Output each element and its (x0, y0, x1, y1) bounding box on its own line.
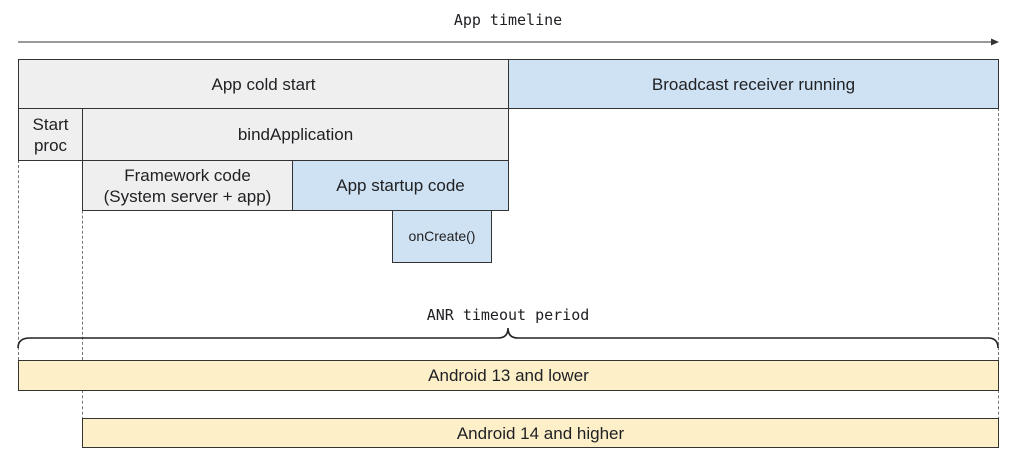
bind-application-label: bindApplication (237, 125, 354, 144)
app-cold-start-block: App cold start (18, 59, 509, 109)
broadcast-receiver-block: Broadcast receiver running (508, 59, 999, 109)
on-create-label: onCreate() (408, 228, 476, 244)
guide-line-right-lower (998, 390, 999, 420)
timeline-label: App timeline (453, 11, 563, 29)
app-startup-code-label: App startup code (336, 176, 465, 195)
guide-line-android14-start (82, 390, 83, 420)
android-14-bar: Android 14 and higher (82, 418, 999, 448)
on-create-block: onCreate() (392, 210, 492, 263)
framework-code-block: Framework code (System server + app) (82, 160, 293, 211)
android-13-bar: Android 13 and lower (18, 360, 999, 391)
app-startup-code-block: App startup code (292, 160, 509, 211)
android-13-label: Android 13 and lower (428, 366, 589, 385)
framework-code-label-line1: Framework code (124, 165, 251, 185)
app-cold-start-label: App cold start (211, 74, 316, 94)
start-proc-label-line1: Start (32, 114, 69, 134)
anr-timeout-label: ANR timeout period (426, 306, 590, 324)
start-proc-block: Start proc (18, 108, 83, 161)
guide-line-left (18, 160, 19, 360)
guide-line-right (998, 108, 999, 360)
start-proc-label-line2: proc (33, 135, 68, 155)
broadcast-receiver-label: Broadcast receiver running (651, 74, 856, 94)
guide-line-start-proc (82, 160, 83, 360)
framework-code-label-line2: (System server + app) (103, 186, 272, 206)
android-14-label: Android 14 and higher (456, 423, 625, 443)
